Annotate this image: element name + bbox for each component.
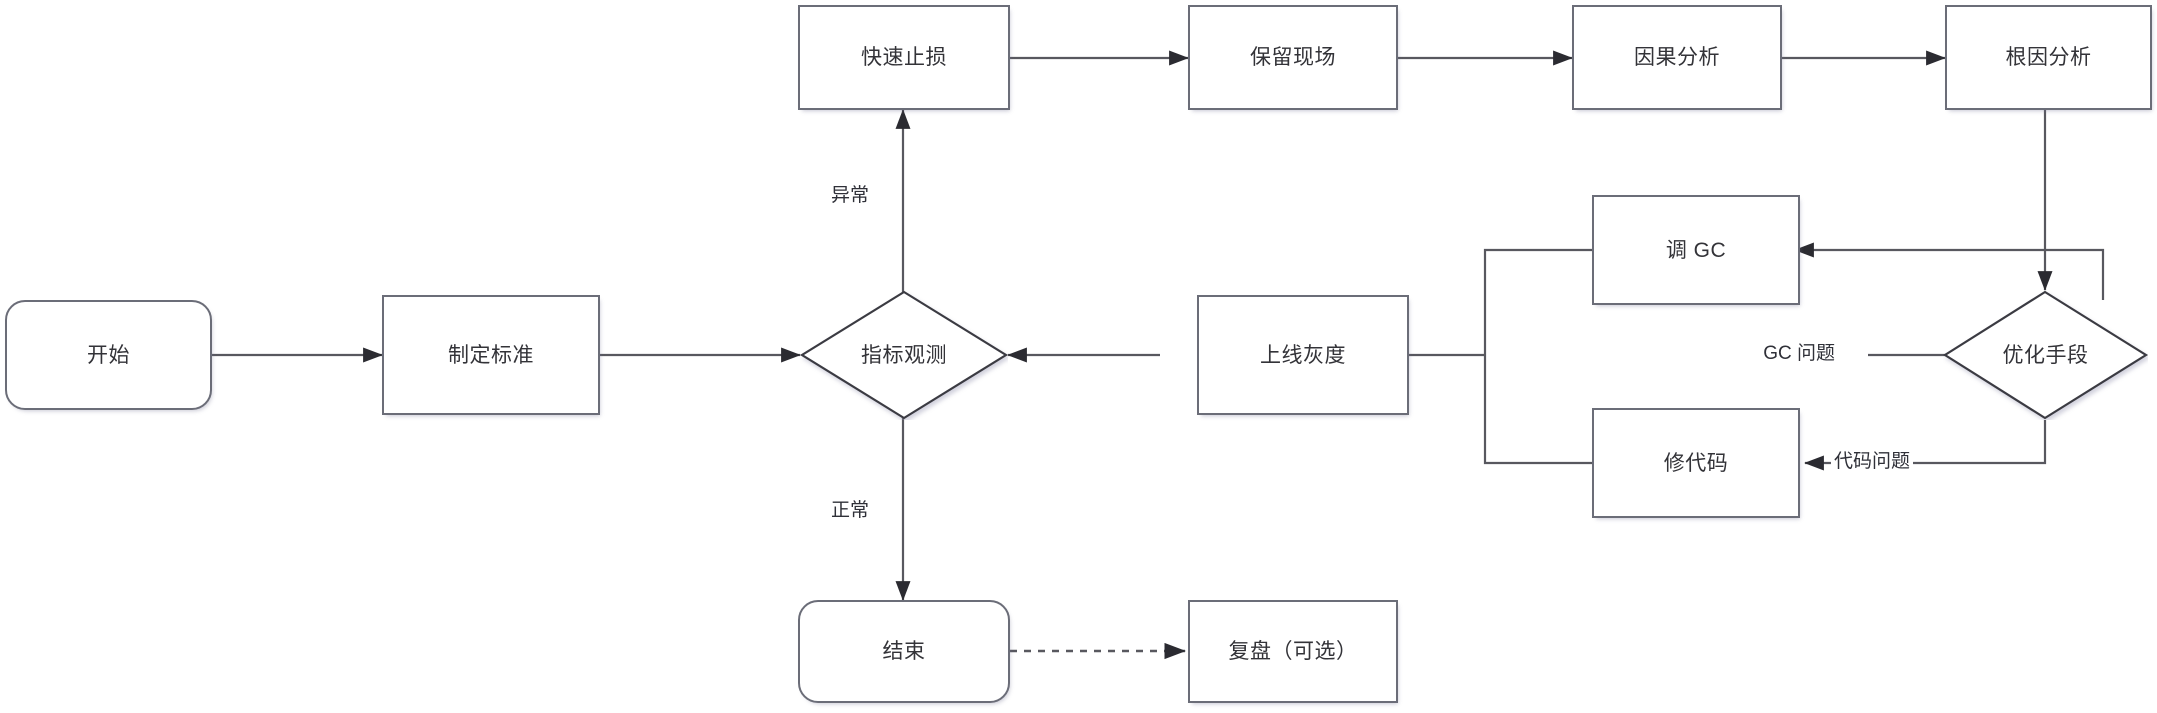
node-graycanary-label: 上线灰度 [1260, 343, 1346, 367]
node-end[interactable]: 结束 [798, 600, 1010, 703]
node-graycanary[interactable]: 上线灰度 [1197, 295, 1409, 415]
node-optimize-label: 优化手段 [2002, 343, 2089, 367]
edge-label-code-issue: 代码问题 [1830, 451, 1914, 474]
node-standard[interactable]: 制定标准 [382, 295, 600, 415]
node-rootcause-label: 根因分析 [2005, 46, 2092, 69]
node-causal[interactable]: 因果分析 [1572, 5, 1782, 110]
node-fixcode-label: 修代码 [1663, 451, 1729, 475]
node-tunegc-label: 调 GC [1665, 238, 1727, 262]
edge-label-code-issue-text: 代码问题 [1833, 451, 1911, 472]
edge-label-abnormal: 异常 [827, 185, 875, 208]
node-tunegc[interactable]: 调 GC [1592, 195, 1800, 305]
node-start[interactable]: 开始 [5, 300, 212, 410]
edge-label-gc-issue-text: GC 问题 [1763, 343, 1835, 364]
node-observe[interactable]: 指标观测 [800, 290, 1008, 420]
node-review-label: 复盘（可选） [1228, 640, 1358, 663]
node-fixcode[interactable]: 修代码 [1592, 408, 1800, 518]
node-preserve-label: 保留现场 [1250, 46, 1336, 69]
node-stoploss-label: 快速止损 [861, 46, 947, 69]
node-rootcause[interactable]: 根因分析 [1945, 5, 2152, 110]
edge-merge-bus [1483, 248, 1592, 465]
node-stoploss[interactable]: 快速止损 [798, 5, 1010, 110]
edge-label-abnormal-text: 异常 [830, 185, 869, 206]
node-causal-label: 因果分析 [1634, 46, 1720, 69]
edge-optimize-to-tunegc [1794, 242, 2105, 300]
node-standard-label: 制定标准 [448, 343, 534, 367]
edge-label-normal: 正常 [827, 500, 875, 523]
edge-label-normal-text: 正常 [830, 500, 869, 521]
node-start-label: 开始 [87, 343, 130, 367]
node-observe-shape [800, 290, 1008, 420]
edge-label-gc-issue: GC 问题 [1760, 343, 1838, 366]
node-review[interactable]: 复盘（可选） [1188, 600, 1398, 703]
node-observe-label: 指标观测 [861, 343, 947, 367]
node-optimize-shape [1943, 290, 2148, 420]
node-end-label: 结束 [882, 640, 926, 663]
node-optimize[interactable]: 优化手段 [1943, 290, 2148, 420]
node-preserve[interactable]: 保留现场 [1188, 5, 1398, 110]
